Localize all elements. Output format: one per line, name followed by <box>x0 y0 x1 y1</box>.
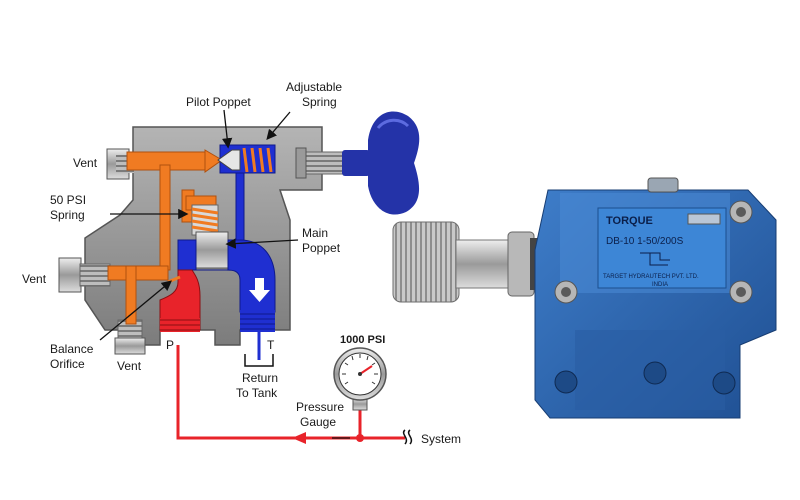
country: INDIA <box>652 282 668 288</box>
label-balance-line2: Orifice <box>50 357 85 371</box>
label-return-line2: To Tank <box>236 386 278 400</box>
label-gauge-value: 1000 PSI <box>340 334 385 346</box>
label-adjustable-spring-line1: Adjustable <box>286 80 342 94</box>
label-vent-bottom: Vent <box>117 359 142 373</box>
vent-fitting-bottom <box>114 319 146 355</box>
system-break-symbol <box>402 429 413 445</box>
name-plate: TORQUE DB-10 1-50/200S TARGET HYDRAUTECH… <box>597 207 727 289</box>
callout-arrows <box>99 109 350 439</box>
vent-fitting-mid <box>58 257 111 293</box>
label-adjustable-spring-line2: Spring <box>302 95 337 109</box>
pilot-passages <box>107 149 223 325</box>
brand-logo: TORQUE <box>606 215 653 227</box>
port-t-thread <box>240 310 275 332</box>
label-pilot-poppet: Pilot Poppet <box>186 95 251 109</box>
hydraulic-circuit <box>176 330 413 445</box>
main-poppet <box>195 231 229 269</box>
label-system: System <box>421 432 461 446</box>
label-main-poppet-line1: Main <box>302 226 328 240</box>
product-photo-valve: TORQUE DB-10 1-50/200S TARGET HYDRAUTECH… <box>392 177 777 419</box>
flow-arrow-down <box>249 278 270 302</box>
label-50psi-line2: Spring <box>50 208 85 222</box>
diagram-labels: Pilot Poppet Adjustable Spring Vent 50 P… <box>22 80 461 446</box>
pressure-line <box>176 345 405 440</box>
spring-50psi <box>191 204 219 236</box>
cutaway-valve-diagram <box>58 111 420 355</box>
mounting-bolts <box>554 200 753 395</box>
label-pressure-gauge-line1: Pressure <box>296 400 344 414</box>
gauge-needle <box>359 365 373 375</box>
model-number: DB-10 1-50/200S <box>606 236 684 247</box>
label-return-line1: Return <box>242 371 278 385</box>
label-vent-mid: Vent <box>22 272 47 286</box>
label-port-p: P <box>166 338 174 352</box>
label-main-poppet-line2: Poppet <box>302 241 341 255</box>
pressure-gauge <box>333 347 387 411</box>
pressure-passage <box>159 269 201 331</box>
label-vent-top: Vent <box>73 156 98 170</box>
label-balance-line1: Balance <box>50 342 94 356</box>
pilot-poppet <box>217 149 241 171</box>
tank-symbol <box>244 354 274 367</box>
knurled-knob <box>392 221 460 303</box>
adjustable-spring <box>242 147 273 173</box>
manufacturer: TARGET HYDRAUTECH PVT. LTD. <box>603 274 699 280</box>
junction-dot <box>356 434 364 442</box>
label-pressure-gauge-line2: Gauge <box>300 415 336 429</box>
label-50psi-line1: 50 PSI <box>50 193 86 207</box>
adjustment-knob[interactable] <box>342 111 420 215</box>
flow-arrow-left <box>292 432 306 444</box>
label-port-t: T <box>267 338 275 352</box>
